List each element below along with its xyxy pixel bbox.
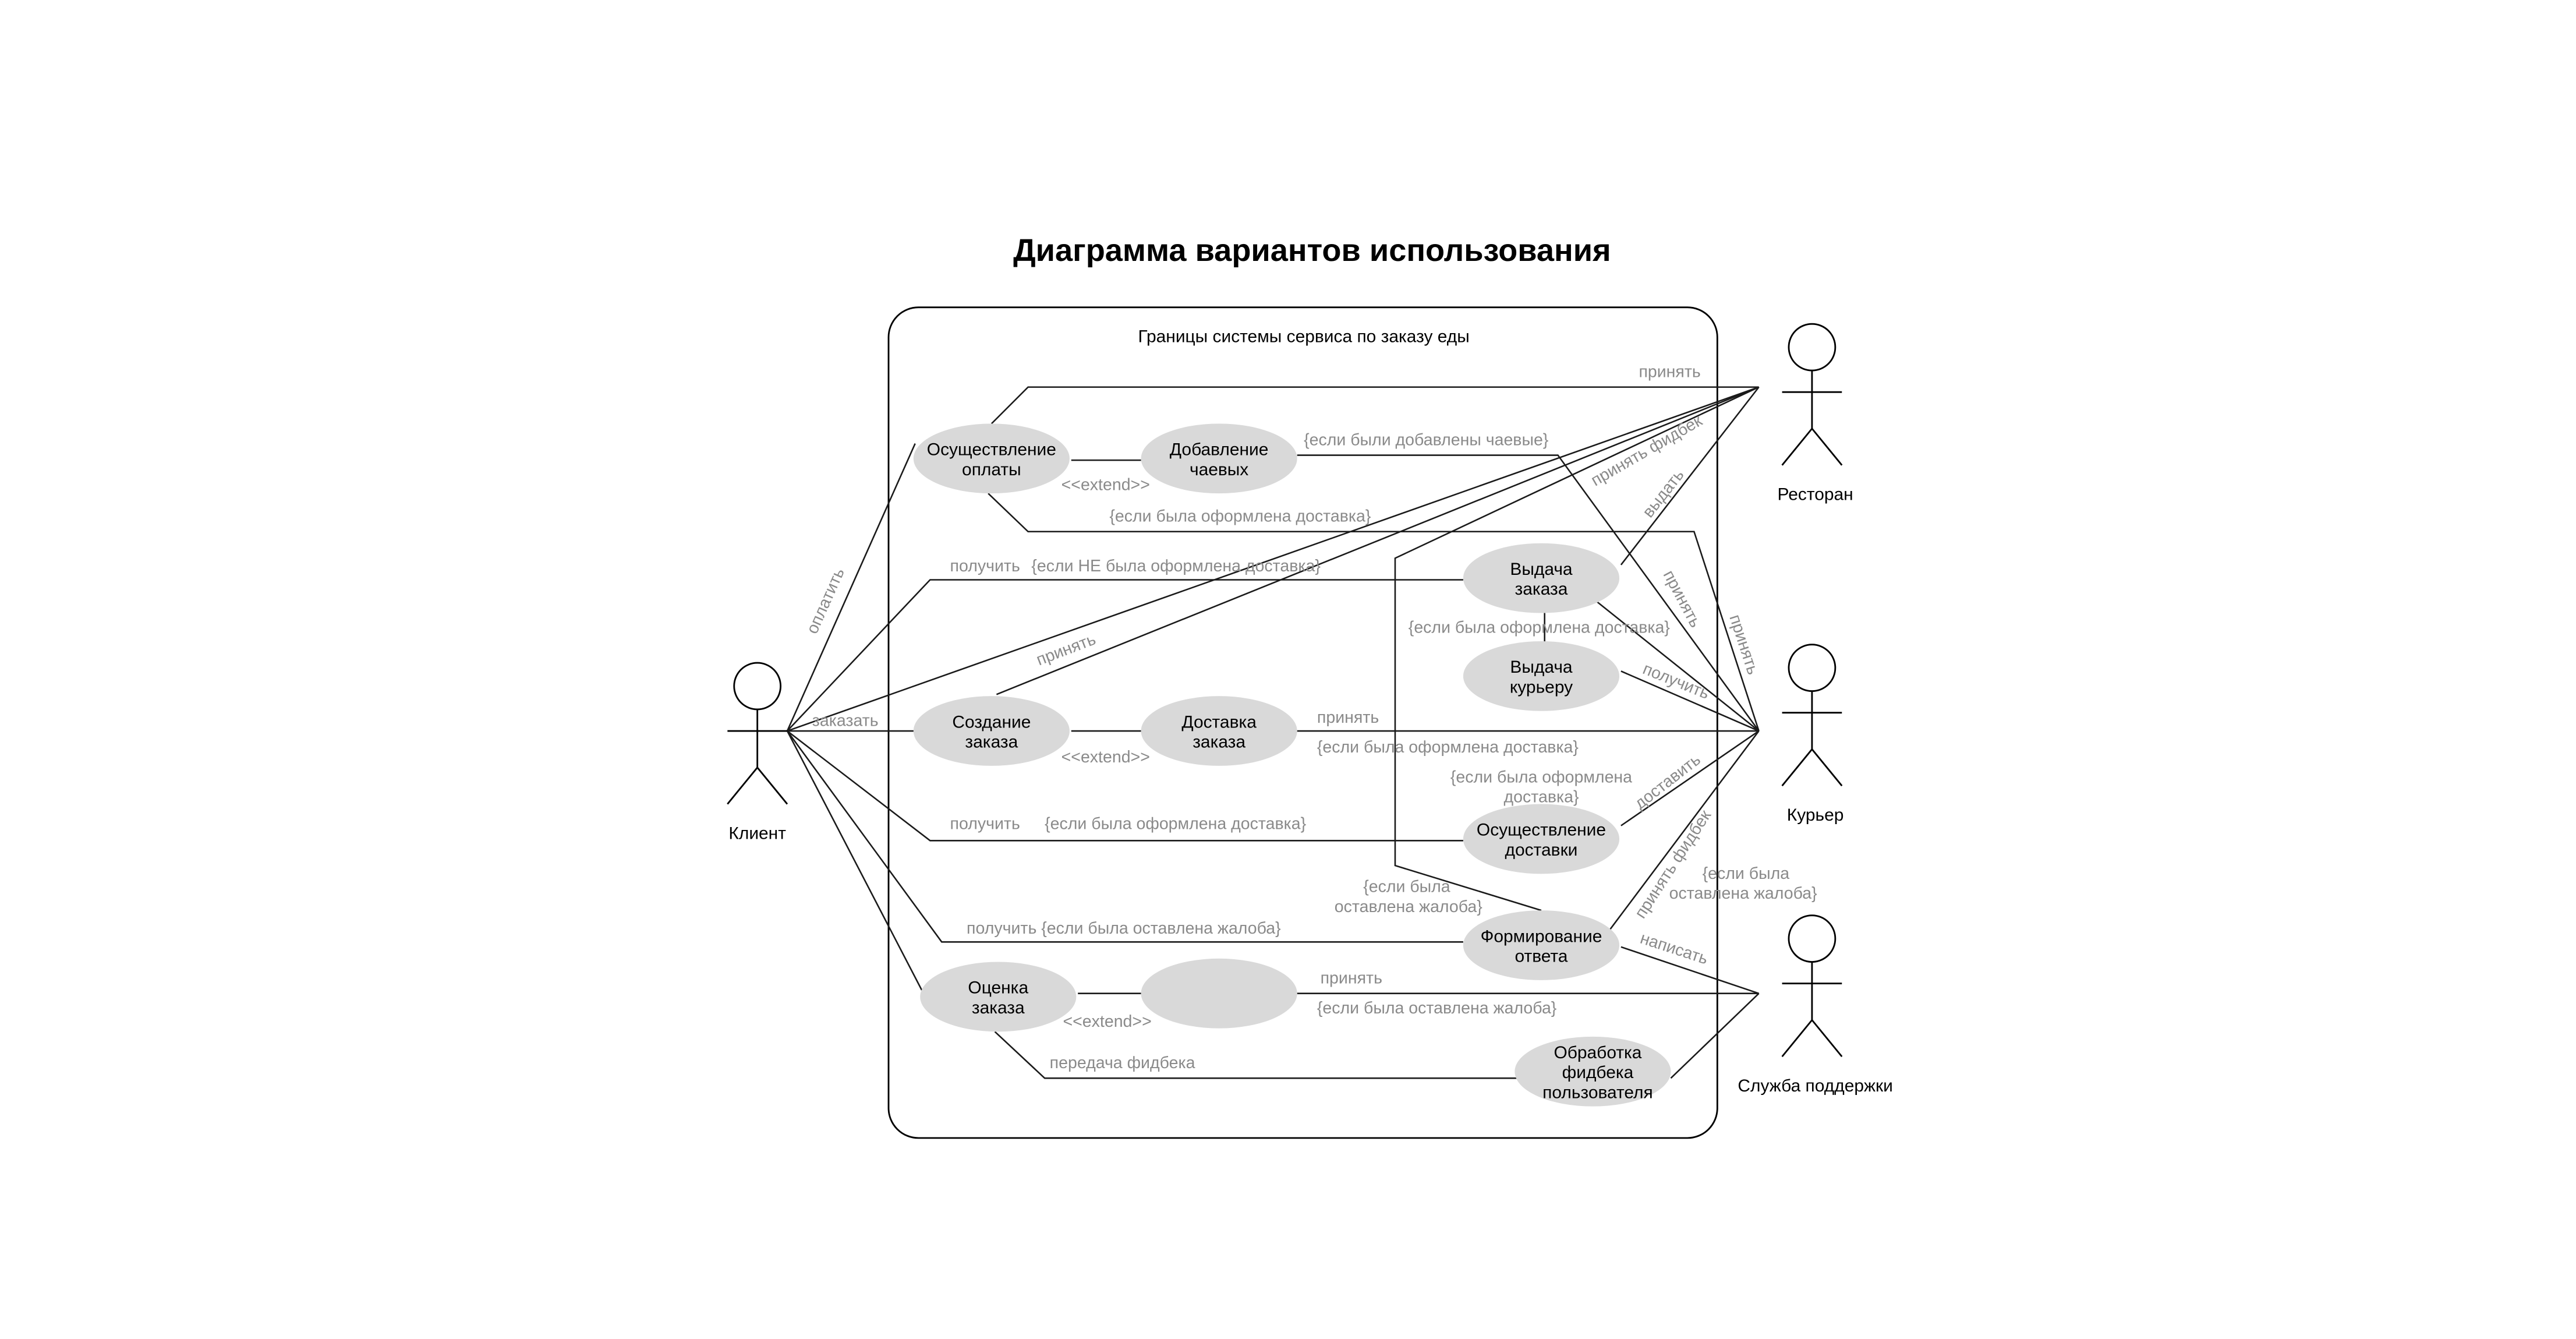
edge-label-delivery-cond-client: {если была оформлена доставка}: [1045, 814, 1307, 833]
line-payment-courier: [988, 493, 1760, 732]
edge-label-receive-delivery: получить: [950, 814, 1020, 833]
edge-label-accept-restaurant: принять: [1034, 630, 1098, 669]
edge-label-delivery-cond-wrap1: {если была оформлена: [1450, 768, 1632, 786]
line-rate-feedback: [994, 1031, 1519, 1079]
use-case-issue-courier-line1: Выдача: [1510, 658, 1573, 677]
edge-label-write: написать: [1638, 929, 1710, 969]
line-client-payment: [786, 443, 916, 732]
use-case-delivery-order: Доставка заказа: [1141, 696, 1297, 766]
actor-support: Служба поддержки: [1738, 914, 1893, 1096]
edge-label-receive-no-delivery: получить: [950, 557, 1020, 575]
edge-label-accept-support: принять: [1321, 969, 1382, 988]
edge-label-delivery-cond-mid: {если была оформлена доставка}: [1409, 619, 1671, 637]
use-case-rate-order-line2: заказа: [972, 998, 1025, 1018]
line-issue-order-restaurant: [1620, 386, 1760, 566]
use-case-create-order-line1: Создание: [952, 712, 1031, 732]
edge-label-complaint-cond-l2: оставлена жалоба}: [1335, 898, 1483, 916]
use-case-empty: [1141, 958, 1297, 1029]
edge-label-tips-cond: {если были добавлены чаевые}: [1304, 430, 1549, 449]
actor-client: Клиент: [727, 662, 788, 843]
edge-label-order: заказать: [812, 711, 879, 730]
use-case-create-order-line2: заказа: [965, 733, 1018, 752]
line-form-answer-courier: [1608, 730, 1760, 931]
edge-label-deliver: доставить: [1631, 750, 1704, 813]
use-case-process-feedback-line2: фидбека: [1562, 1063, 1634, 1082]
line-client-issue-order: [787, 579, 1463, 732]
use-case-perform-delivery-line1: Осуществление: [1477, 821, 1606, 840]
line-perform-delivery-courier: [1620, 730, 1760, 826]
edge-label-complaint-cond-support: {если была оставлена жалоба}: [1317, 999, 1557, 1018]
use-case-delivery-order-line1: Доставка: [1181, 712, 1257, 732]
use-case-process-feedback-line1: Обработка: [1554, 1043, 1641, 1062]
actor-restaurant: Ресторан: [1778, 323, 1853, 504]
actor-courier: Курьер: [1781, 644, 1844, 825]
actor-label-courier: Курьер: [1787, 805, 1844, 825]
use-case-form-answer-line1: Формирование: [1481, 927, 1602, 946]
use-case-issue-courier-line2: курьеру: [1510, 677, 1573, 697]
edge-label-complaint-cond-r1: {если была: [1703, 864, 1790, 883]
use-case-rate-order: Оценка заказа: [920, 962, 1077, 1032]
system-boundary: [887, 306, 1718, 1139]
actor-label-restaurant: Ресторан: [1778, 485, 1853, 504]
line-form-answer-support: [1620, 946, 1760, 994]
edge-label-extend2: <<extend>>: [1061, 748, 1150, 766]
stick-figure-icon: [1781, 914, 1843, 1058]
use-case-delivery-order-line2: заказа: [1193, 733, 1245, 752]
line-issue-order-courier: [1586, 592, 1760, 732]
edge-label-extend3: <<extend>>: [1063, 1012, 1152, 1031]
line-payment-restaurant: [990, 386, 1759, 425]
stick-figure-icon: [1781, 644, 1843, 787]
stick-figure-icon: [1781, 323, 1843, 466]
actor-label-client: Клиент: [728, 824, 786, 843]
line-issue-courier-courier: [1620, 670, 1760, 732]
use-case-process-feedback: Обработка фидбека пользователя: [1515, 1036, 1671, 1107]
edge-label-accept-delivery: принять: [1317, 708, 1379, 727]
use-case-perform-delivery-line2: доставки: [1505, 840, 1578, 860]
edge-label-extend1: <<extend>>: [1061, 475, 1150, 494]
edge-label-delivery-cond-top: {если была оформлена доставка}: [1109, 507, 1371, 526]
line-client-restaurant: [787, 386, 1760, 732]
edge-label-delivery-cond-low: {если была оформлена доставка}: [1317, 738, 1579, 757]
line-create-order-restaurant: [996, 386, 1760, 695]
line-client-rate-order: [786, 730, 923, 991]
use-case-perform-delivery: Осуществление доставки: [1463, 804, 1620, 874]
edge-label-issue: выдать: [1639, 466, 1688, 521]
use-case-process-feedback-line3: пользователя: [1542, 1083, 1653, 1102]
connectors: [786, 386, 1760, 1079]
use-case-issue-order: Выдача заказа: [1463, 543, 1620, 613]
use-case-payment-line2: оплаты: [962, 460, 1021, 479]
line-client-perform-delivery: [787, 730, 1463, 842]
line-client-form-answer: [786, 730, 1463, 943]
edge-label-complaint-cond-l1: {если была: [1363, 878, 1450, 896]
actor-label-support: Служба поддержки: [1738, 1076, 1892, 1096]
system-boundary-label: Границы системы сервиса по заказу еды: [1138, 327, 1469, 347]
use-case-issue-courier: Выдача курьеру: [1463, 641, 1620, 711]
edge-label-receive-complaint: получить {если была оставлена жалоба}: [967, 919, 1281, 938]
edge-label-no-delivery-cond: {если НЕ была оформлена доставка}: [1031, 557, 1321, 575]
edge-label-receive-courier: получить: [1640, 659, 1712, 703]
use-case-form-answer-line2: ответа: [1515, 947, 1568, 966]
edge-label-accept-top: принять: [1639, 362, 1700, 381]
use-case-issue-order-line2: заказа: [1515, 580, 1568, 599]
edge-label-complaint-cond-r2: оставлена жалоба}: [1669, 884, 1818, 903]
edge-label-delivery-cond-wrap2: доставка}: [1503, 788, 1579, 807]
use-case-rate-order-line1: Оценка: [968, 978, 1028, 998]
use-case-tips: Добавление чаевых: [1141, 423, 1297, 494]
edge-label-pay: оплатить: [803, 565, 848, 637]
use-case-form-answer: Формирование ответа: [1463, 910, 1620, 980]
use-case-create-order: Создание заказа: [913, 696, 1070, 766]
use-case-tips-line1: Добавление: [1170, 440, 1269, 460]
edge-label-feedback-transfer: передача фидбека: [1050, 1054, 1195, 1072]
line-feedback-support: [1670, 992, 1760, 1079]
diagram-title: Диаграмма вариантов использования: [1013, 233, 1611, 268]
use-case-issue-order-line1: Выдача: [1510, 560, 1573, 579]
use-case-payment-line1: Осуществление: [927, 440, 1056, 460]
line-tips-courier: [1297, 454, 1760, 732]
use-case-payment: Осуществление оплаты: [913, 423, 1070, 494]
use-case-tips-line2: чаевых: [1190, 460, 1248, 479]
stick-figure-icon: [727, 662, 788, 805]
line-restaurant-form-answer: [1394, 386, 1760, 911]
